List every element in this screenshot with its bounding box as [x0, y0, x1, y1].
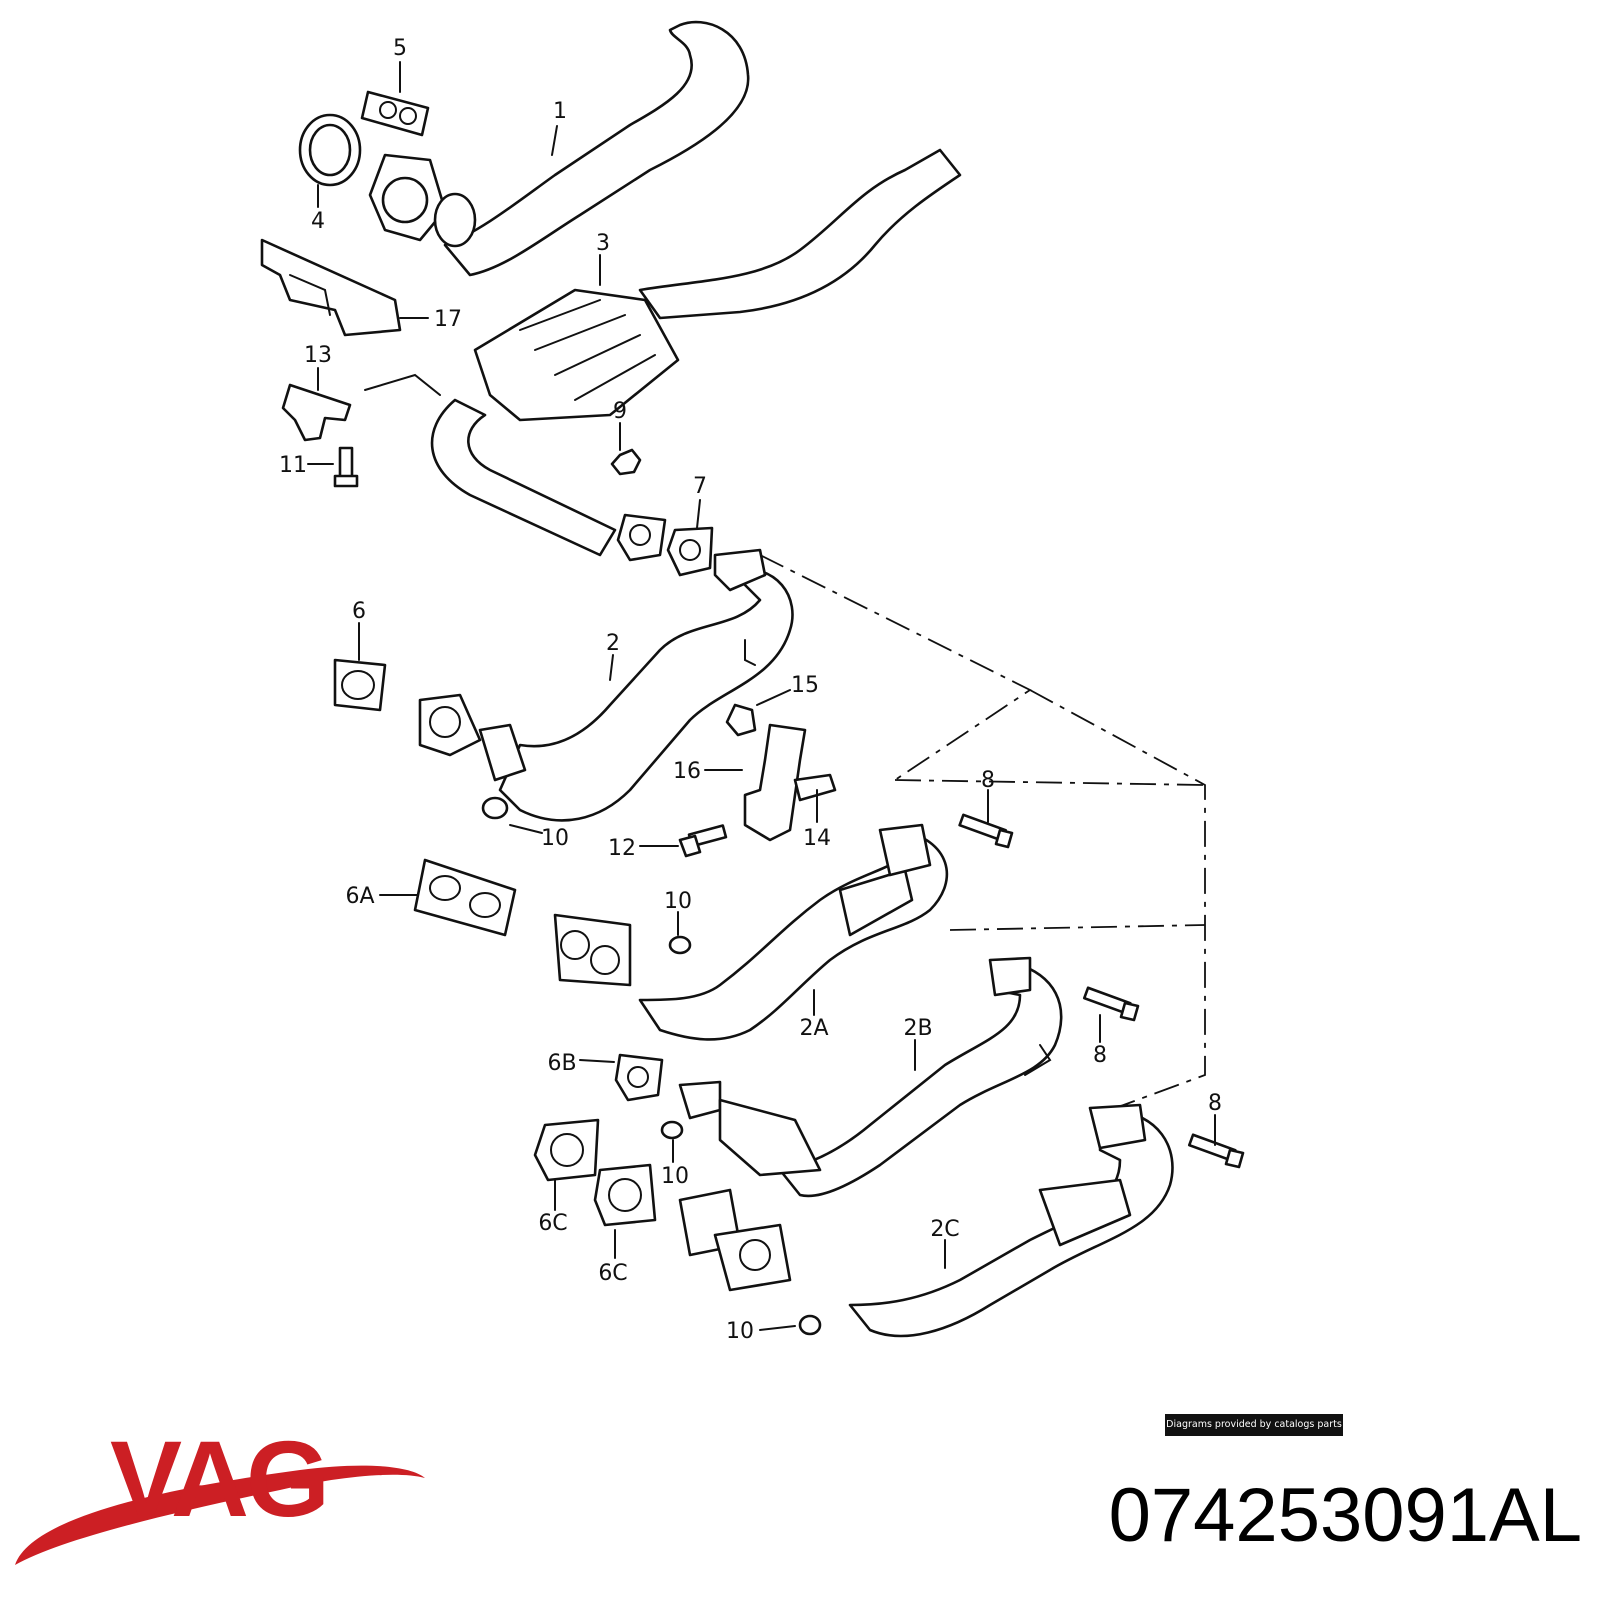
gasket-part-6	[333, 658, 387, 712]
callout-label: 6C	[538, 1211, 567, 1236]
callout-label: 8	[981, 768, 995, 793]
callout-label: 10	[541, 826, 569, 851]
callout-label: 6C	[598, 1261, 627, 1286]
rubber-mount-part-15	[725, 703, 757, 737]
callout-label: 2B	[903, 1016, 932, 1041]
callout-label: 10	[726, 1319, 754, 1344]
nut-part-9	[610, 448, 642, 476]
catalytic-converter-part-3	[430, 148, 962, 557]
callout-label: 5	[393, 36, 407, 61]
front-pipe-part-1	[368, 20, 750, 277]
bolt-part-14	[793, 773, 837, 802]
callout-label: 13	[304, 343, 332, 368]
vag-logo-text: VAG	[110, 1418, 330, 1539]
diagram-credit: Diagrams provided by catalogs parts	[1165, 1414, 1343, 1436]
callout-label: 11	[279, 453, 307, 478]
gasket-part-7	[616, 513, 714, 577]
callout-label: 14	[803, 826, 831, 851]
nut-part-10	[481, 796, 509, 820]
gasket-part-4	[298, 113, 362, 187]
callout-label: 2C	[930, 1217, 959, 1242]
callout-labels: 5 1 4 3 17 13 9 11 7 6 2 15 16 8 14 10 1…	[279, 36, 1222, 1344]
bracket-part-16	[743, 723, 807, 842]
callout-label: 1	[553, 99, 567, 124]
callout-label: 4	[311, 209, 325, 234]
vag-logo-swoosh	[15, 1465, 425, 1565]
gasket-part-6B	[614, 1053, 664, 1102]
assembly-outline	[759, 554, 1206, 1111]
callout-label: 6	[352, 599, 366, 624]
callout-label: 2A	[799, 1016, 828, 1041]
hanger-part-13	[281, 373, 441, 442]
callout-label: 12	[608, 836, 636, 861]
callout-label: 7	[693, 474, 707, 499]
nut-part-10	[668, 935, 692, 955]
bracket-part-17	[260, 238, 402, 337]
part-number: 074253091AL	[1108, 1473, 1582, 1558]
pipe-part-2B	[678, 956, 1063, 1198]
pipe-part-2	[418, 548, 794, 822]
callout-label: 6B	[547, 1051, 576, 1076]
callout-label: 10	[664, 889, 692, 914]
gasket-part-6C	[533, 1118, 657, 1227]
bolt-part-8	[958, 813, 1245, 1169]
leader-lines	[307, 61, 1216, 1331]
callout-label: 10	[661, 1164, 689, 1189]
bolt-part-12	[678, 824, 728, 858]
nut-part-10	[798, 1314, 822, 1336]
callout-label: 15	[791, 673, 819, 698]
pipe-part-2C	[678, 1103, 1174, 1338]
callout-label: 16	[673, 759, 701, 784]
callout-label: 9	[613, 399, 627, 424]
callout-label: 2	[606, 631, 620, 656]
callout-label: 6A	[345, 884, 374, 909]
bolt-part-11	[333, 446, 359, 488]
pipe-part-2A	[553, 823, 948, 1041]
callout-label: 8	[1208, 1091, 1222, 1116]
callout-label: 3	[596, 231, 610, 256]
callout-label: 17	[434, 307, 462, 332]
nut-part-10	[660, 1120, 684, 1140]
callout-label: 8	[1093, 1043, 1107, 1068]
gasket-part-6A	[413, 858, 517, 937]
clamp-part-5	[360, 90, 430, 137]
